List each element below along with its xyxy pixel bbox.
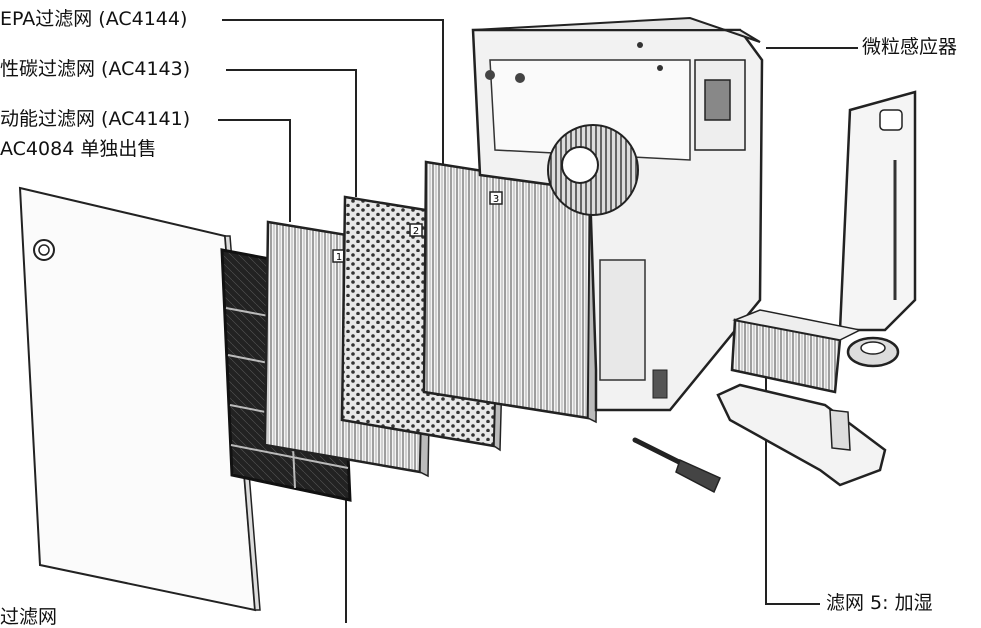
multi-function-filter-label: 动能过滤网 (AC4141) — [0, 110, 190, 129]
multi-function-filter-sold-note: AC4084 单独出售 — [0, 140, 156, 159]
filter-three-number: 3 — [493, 194, 499, 205]
hepa-filter-label: EPA过滤网 (AC4144) — [0, 10, 187, 29]
water-tank — [840, 92, 915, 366]
filter-one-number: 1 — [336, 252, 342, 263]
cleaning-brush — [635, 440, 720, 492]
filter-two-number: 2 — [413, 226, 419, 237]
water-tray — [718, 385, 885, 485]
carbon-filter-label: 性碳过滤网 (AC4143) — [0, 60, 190, 79]
particle-sensor-label: 微粒感应器 — [862, 38, 957, 57]
humidify-filter-label: 滤网 5: 加湿 — [826, 594, 933, 613]
pre-filter-label: 过滤网 — [0, 608, 57, 627]
